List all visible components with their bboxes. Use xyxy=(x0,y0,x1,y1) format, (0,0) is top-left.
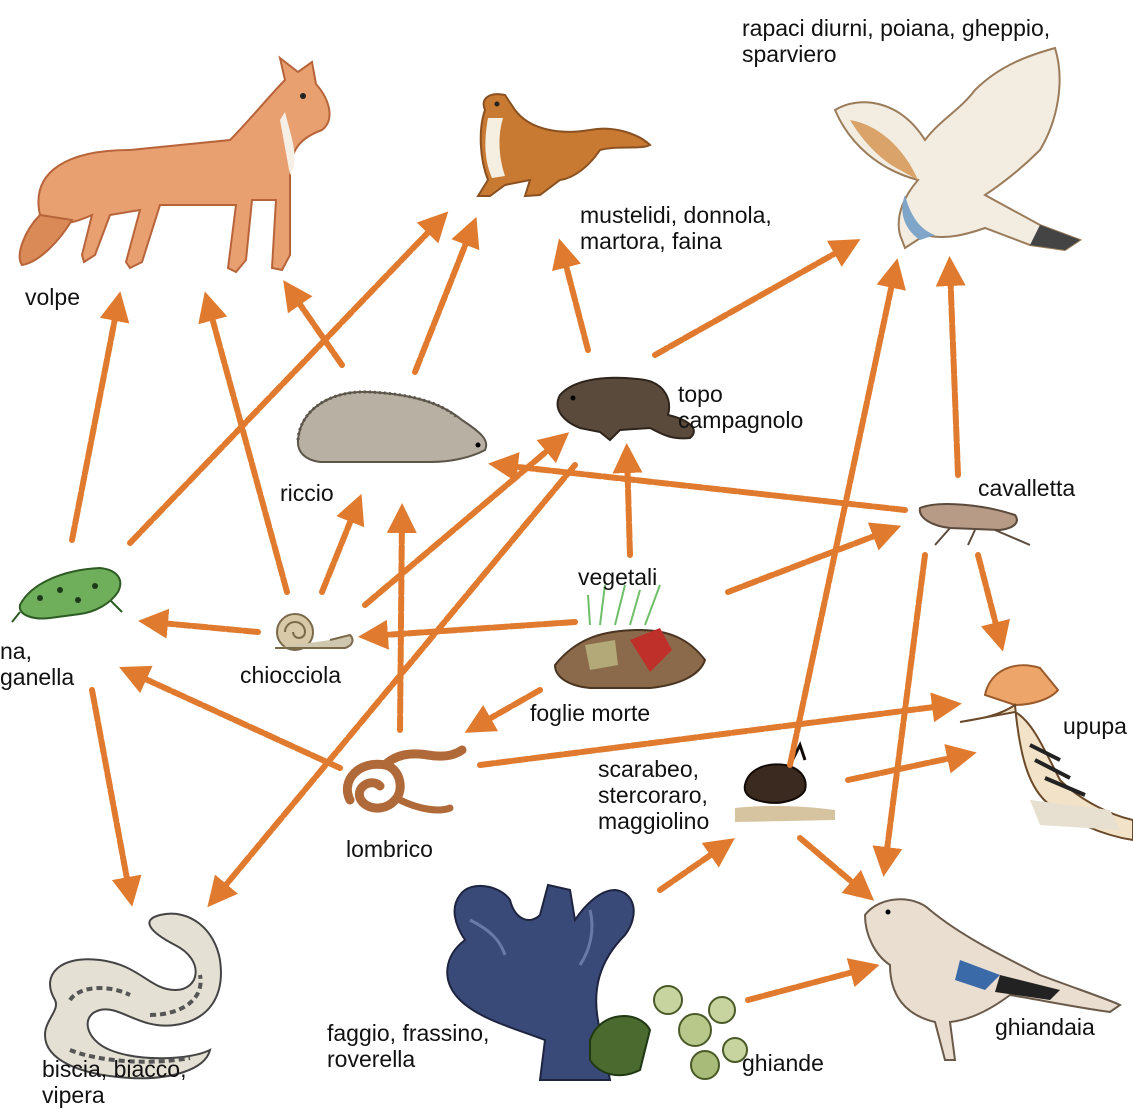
arrow-beetle-hoopoe xyxy=(848,755,965,780)
label-acorns: ghiande xyxy=(742,1050,824,1076)
label-fox: volpe xyxy=(25,284,80,310)
beetle-icon xyxy=(735,745,835,822)
arrow-beetle-kestrel xyxy=(790,270,895,765)
hoopoe-icon xyxy=(960,665,1133,840)
vole-icon xyxy=(558,378,694,440)
label-dead-leaves: foglie morte xyxy=(530,700,650,726)
label-earthworm: lombrico xyxy=(346,836,433,862)
label-mustelids: mustelidi, donnola, martora, faina xyxy=(580,202,772,254)
links xyxy=(72,220,1000,1000)
label-hoopoe: upupa xyxy=(1063,713,1127,739)
frog-icon xyxy=(12,568,122,622)
arrow-grasshopper-hedgehog xyxy=(500,465,905,510)
arrow-acorns-jay xyxy=(748,968,868,1000)
arrow-grasshopper-kestrel xyxy=(950,268,958,475)
label-snail: chiocciola xyxy=(240,662,341,688)
label-vole: topo campagnolo xyxy=(678,381,803,433)
grasshopper-icon xyxy=(920,504,1030,545)
label-plants: vegetali xyxy=(578,564,657,590)
arrow-frog-fox xyxy=(72,303,118,540)
arrow-plants-vole xyxy=(627,455,630,555)
fox-icon xyxy=(20,58,330,272)
arrow-snail-hedgehog xyxy=(322,505,357,592)
label-frog: na, ganella xyxy=(0,638,74,690)
plants-icon xyxy=(555,585,705,688)
arrow-vole-weasel xyxy=(562,250,588,350)
label-jay: ghiandaia xyxy=(995,1014,1095,1040)
arrow-beetle-jay xyxy=(800,838,865,893)
arrow-tree-beetle xyxy=(660,845,725,890)
snake-icon xyxy=(45,914,221,1079)
arrow-frog-snake xyxy=(92,690,130,895)
arrow-plants-grasshopper xyxy=(728,530,890,592)
label-snakes: biscia, biacco, vipera xyxy=(42,1056,186,1108)
label-trees: faggio, frassino, roverella xyxy=(327,1020,489,1072)
acorns-icon xyxy=(590,986,747,1079)
label-hedgehog: riccio xyxy=(280,480,334,506)
arrow-snail-frog xyxy=(150,622,258,632)
label-beetle: scarabeo, stercoraro, maggiolino xyxy=(598,756,709,834)
label-grasshopper: cavalletta xyxy=(978,475,1075,501)
earthworm-icon xyxy=(347,750,462,810)
arrow-vole-kestrel xyxy=(655,245,850,355)
arrow-worm-hedgehog xyxy=(400,515,402,730)
hedgehog-icon xyxy=(298,392,486,462)
arrow-hedgehog-weasel xyxy=(415,228,472,372)
label-raptors: rapaci diurni, poiana, gheppio, sparvier… xyxy=(742,15,1050,67)
arrow-grasshopper-hoopoe xyxy=(978,555,1000,640)
weasel-icon xyxy=(478,94,650,196)
kestrel-icon xyxy=(835,48,1080,250)
snail-icon xyxy=(275,614,352,650)
